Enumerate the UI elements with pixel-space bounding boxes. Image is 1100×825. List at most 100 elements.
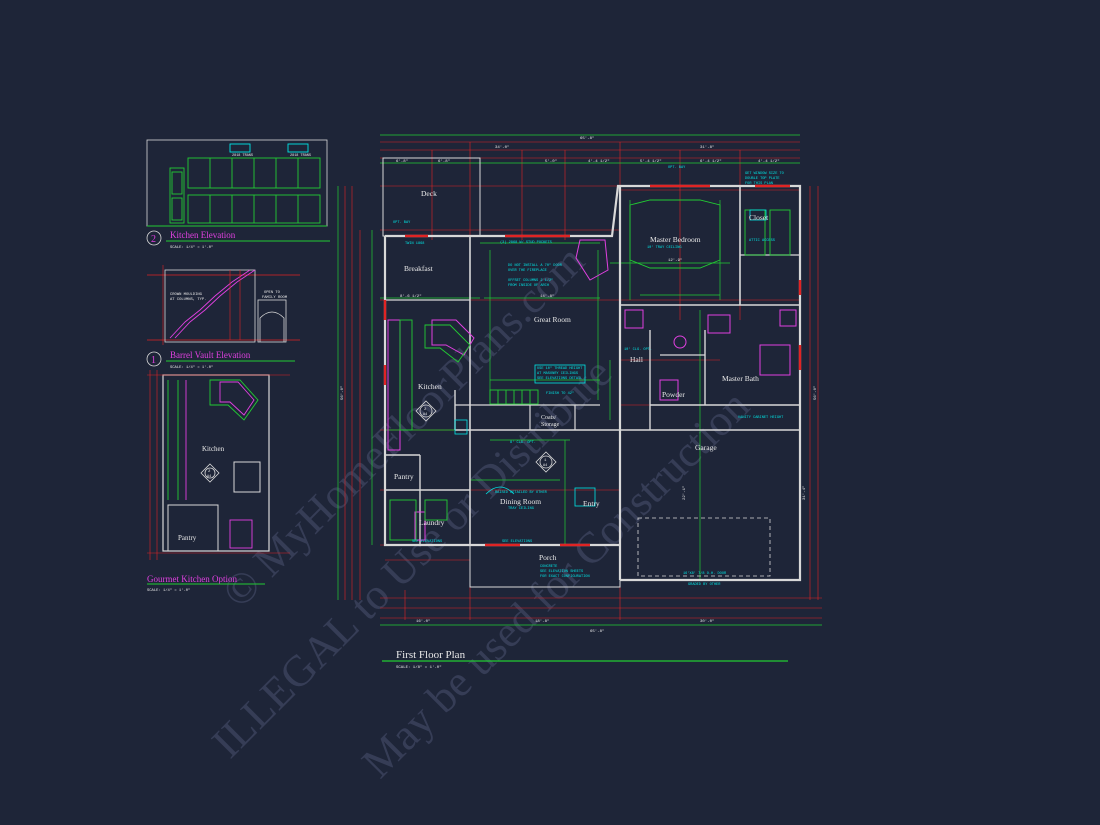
- dim-6: 6'-4 1/2": [700, 159, 722, 164]
- note-porch-3: FOR EXACT CONFIGURATION: [540, 575, 590, 579]
- gourmet-section-marker: 2 A4: [200, 463, 220, 483]
- note-vanity: VANITY CABINET HEIGHT: [738, 416, 784, 420]
- note-column-2: FROM INSIDE OF ARCH: [508, 284, 549, 288]
- marker-2-sheet: A4: [543, 464, 547, 468]
- kitchen-elevation-number: 2: [151, 234, 156, 245]
- kitchen-elevation: 2818 TRANS 2818 TRANS 2 Kitchen Elevatio…: [146, 139, 330, 250]
- dim-8: 12'-9": [668, 258, 682, 263]
- room-coats: Coats/: [541, 415, 557, 421]
- section-marker-kitchen: 2 A4: [415, 400, 437, 422]
- barrel-vault-note-1: CROWN MOULDING: [170, 293, 203, 297]
- dim-overall-top: 65'-8": [580, 136, 594, 141]
- room-master-bedroom: Master Bedroom: [650, 235, 701, 244]
- note-clg: 8' CLG. OPT.: [510, 440, 536, 445]
- room-porch: Porch: [539, 553, 557, 562]
- garage-door: [637, 517, 771, 577]
- note-opt-bay-top: OPT. BAY: [668, 166, 686, 170]
- barrel-vault-note-3: OPEN TO: [264, 291, 281, 295]
- note-window-2: DOUBLE TOP PLATE: [745, 177, 780, 181]
- note-fireplace-2: OVER THE FIREPLACE: [508, 269, 547, 273]
- dim-9: 14'-8": [540, 294, 554, 299]
- dim-top-right: 31'-8": [700, 145, 714, 150]
- note-twin-1868: TWIN 1868: [405, 242, 424, 246]
- fixtures-cyan: [454, 209, 767, 507]
- marker-1-num: 2: [424, 408, 427, 412]
- note-ceiling-1: USE 10" THREAD HEIGHT: [537, 366, 583, 371]
- room-pantry: Pantry: [394, 472, 414, 481]
- gourmet-marker-sheet: A4: [207, 475, 211, 479]
- barrel-vault-note-2: AT COLUMNS, TYP.: [170, 298, 206, 302]
- gourmet-kitchen-title: Gourmet Kitchen Option: [147, 574, 237, 584]
- room-powder: Powder: [662, 390, 685, 399]
- barrel-vault-number: 1: [151, 355, 156, 366]
- barrel-vault-scale: SCALE: 1/4" = 1'-0": [170, 365, 213, 370]
- room-great-room: Great Room: [534, 315, 571, 324]
- note-dining: TRAY CEILING: [508, 507, 534, 511]
- note-window-3: FOR THIS PLAN: [745, 182, 773, 186]
- note-ceiling-3: SEE ELEVATIONS DETAIL: [537, 377, 582, 381]
- room-kitchen: Kitchen: [418, 382, 442, 391]
- note-column-1: OFFSET COLUMNS 2 1/2": [508, 278, 553, 283]
- svg-text:2818 TRANS: 2818 TRANS: [232, 154, 253, 158]
- gourmet-pantry-label: Pantry: [178, 534, 197, 542]
- room-garage: Garage: [695, 443, 717, 452]
- note-header: 10' CLG. OPT.: [624, 347, 652, 352]
- barrel-vault-title: Barrel Vault Elevation: [170, 350, 251, 360]
- kitchen-elevation-scale: SCALE: 1/4" = 1'-0": [170, 245, 213, 250]
- section-marker-great-room: 1 A4: [535, 451, 557, 473]
- barrel-vault-elevation: CROWN MOULDING AT COLUMNS, TYP. OPEN TO …: [146, 265, 300, 370]
- note-porch-2: SEE ELEVATION SHEETS: [540, 570, 583, 574]
- dim-top-left: 34'-0": [495, 145, 509, 150]
- dim-overall-bottom: 65'-8": [590, 629, 604, 634]
- barrel-vault-note-4: FAMILY ROOM: [262, 296, 288, 300]
- note-fireplace-1: DO NOT INSTALL A 70" DOOR: [508, 263, 563, 268]
- room-laundry: Laundry: [419, 518, 445, 527]
- room-storage: Storage: [541, 422, 560, 428]
- dim-bottom-left: 16'-0": [416, 619, 430, 624]
- gourmet-kitchen-option: Kitchen Pantry 2 A4 Gourmet Kitchen Opti…: [147, 370, 290, 593]
- note-porch-1: CONCRETE: [540, 565, 557, 569]
- dim-left-total: 56'-0": [340, 386, 345, 400]
- note-window-1: GET WINDOW SIZE TO: [745, 172, 784, 176]
- gourmet-kitchen-scale: SCALE: 1/4" = 1'-0": [147, 588, 190, 593]
- plan-notes: OPT. BAY OPT. BAY TWIN 1868 (3) 2868 W/ …: [393, 166, 784, 587]
- dim-3: 5'-0": [545, 159, 557, 164]
- note-opt-bay-left: OPT. BAY: [393, 221, 411, 225]
- gourmet-kitchen-label: Kitchen: [202, 445, 225, 453]
- room-closet: Closet: [749, 213, 769, 222]
- svg-text:2818 TRANS: 2818 TRANS: [290, 154, 311, 158]
- marker-2-num: 1: [544, 459, 547, 463]
- room-deck: Deck: [421, 189, 437, 198]
- room-dining-room: Dining Room: [500, 497, 541, 506]
- gourmet-marker-num: 2: [208, 470, 211, 474]
- fixtures-green: [389, 199, 791, 541]
- dim-1: 6'-8": [396, 159, 408, 164]
- note-tray-ceiling: 10' TRAY CEILING: [647, 245, 682, 250]
- note-ceiling-2: AT MASONRY CEILINGS: [537, 372, 578, 376]
- plan-title: First Floor Plan: [396, 649, 466, 661]
- note-graded: GRADED BY OTHER: [688, 583, 721, 587]
- dim-4: 4'-4 1/2": [588, 159, 610, 164]
- note-see-elev-2: SEE ELEVATIONS: [502, 540, 532, 544]
- dim-bottom-mid: 18'-8": [535, 619, 549, 624]
- plan-scale: SCALE: 1/8" = 1'-0": [396, 665, 442, 670]
- dim-2: 6'-8": [438, 159, 450, 164]
- note-raised: RAISED DETAILED BY OTHER: [495, 491, 548, 495]
- room-breakfast: Breakfast: [404, 264, 434, 273]
- room-labels: Deck Breakfast Great Room Master Bedroom…: [394, 189, 769, 562]
- windows: [383, 184, 802, 547]
- dim-12: 31'-4": [802, 486, 807, 500]
- dim-10: 8'-6 1/2": [400, 294, 422, 299]
- room-hall: Hall: [630, 355, 643, 364]
- dim-bottom-right: 30'-0": [700, 619, 714, 624]
- kitchen-elevation-title: Kitchen Elevation: [170, 230, 236, 240]
- note-sliding-door: (3) 2868 W/ STUD POCKETS: [500, 240, 552, 245]
- note-see-elev-1: SEE ELEVATIONS: [412, 540, 442, 544]
- room-entry: Entry: [583, 499, 600, 508]
- first-floor-plan: Deck Breakfast Great Room Master Bedroom…: [337, 134, 822, 670]
- marker-1-sheet: A4: [423, 413, 427, 417]
- dim-7: 4'-4 1/2": [758, 159, 780, 164]
- note-finish: FINISH TO 42": [546, 391, 574, 396]
- dim-11: 22'-1": [682, 486, 687, 500]
